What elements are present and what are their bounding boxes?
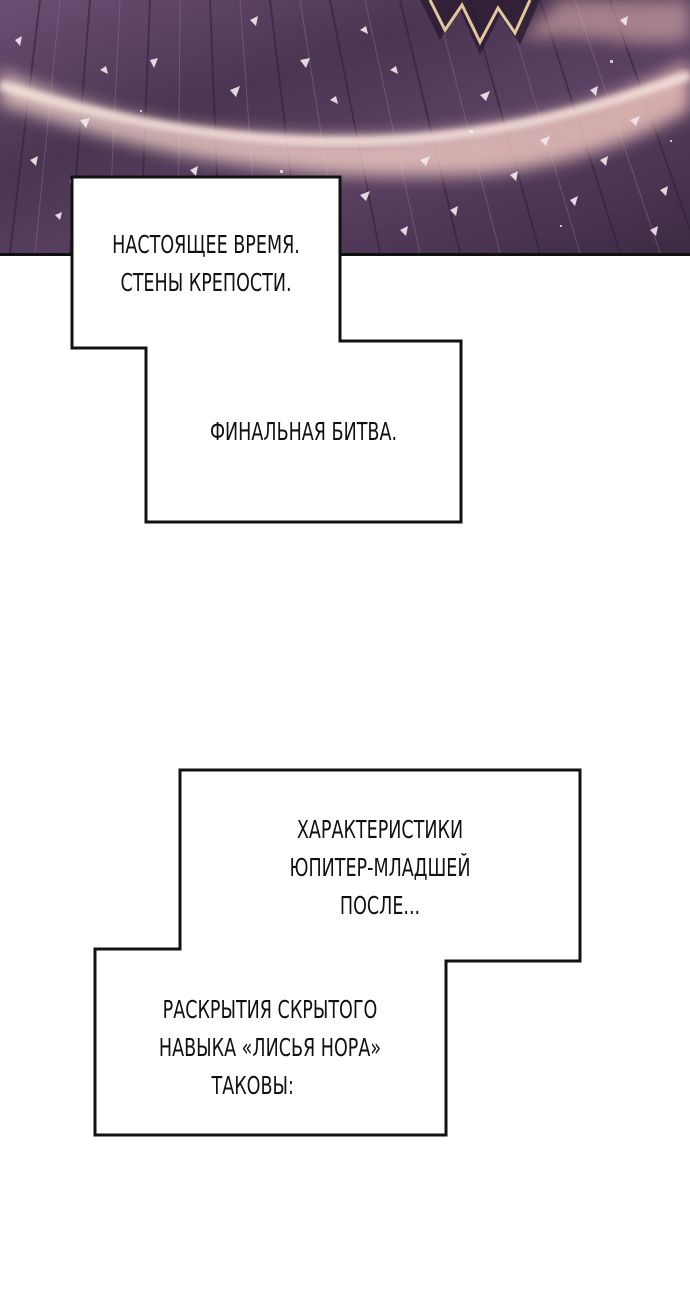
caption-line-jupiter-junior: ЮПИТЕР-МЛАДШЕЙ bbox=[263, 849, 497, 887]
caption-line-fortress-walls: СТЕНЫ КРЕПОСТИ. bbox=[101, 264, 310, 302]
caption-text-final-battle: ФИНАЛЬНАЯ БИТВА. bbox=[209, 417, 398, 446]
caption-text-present-time: НАСТОЯЩЕЕ ВРЕМЯ. bbox=[112, 230, 300, 259]
caption-line-present-time: НАСТОЯЩЕЕ ВРЕМЯ. bbox=[101, 226, 310, 264]
caption-text-revealing: РАСКРЫТИЯ СКРЫТОГО bbox=[162, 995, 378, 1024]
caption-text-after: ПОСЛЕ... bbox=[339, 891, 421, 920]
caption-text-as-follows: ТАКОВЫ: bbox=[211, 1071, 294, 1100]
caption-line-after: ПОСЛЕ... bbox=[263, 887, 497, 925]
caption-line-characteristics: ХАРАКТЕРИСТИКИ bbox=[263, 811, 497, 849]
caption-line-fox-hole-skill: НАВЫКА «ЛИСЬЯ НОРА» bbox=[153, 1029, 387, 1067]
caption-text-characteristics: ХАРАКТЕРИСТИКИ bbox=[296, 815, 464, 844]
caption-text-jupiter-junior: ЮПИТЕР-МЛАДШЕЙ bbox=[289, 853, 471, 882]
caption-line-revealing: РАСКРЫТИЯ СКРЫТОГО bbox=[153, 991, 387, 1029]
caption-line-as-follows: ТАКОВЫ: bbox=[153, 1067, 387, 1105]
caption-text-fortress-walls: СТЕНЫ КРЕПОСТИ. bbox=[120, 268, 292, 297]
caption-text-fox-hole-skill: НАВЫКА «ЛИСЬЯ НОРА» bbox=[158, 1033, 382, 1062]
caption-line-final-battle: ФИНАЛЬНАЯ БИТВА. bbox=[181, 413, 427, 451]
